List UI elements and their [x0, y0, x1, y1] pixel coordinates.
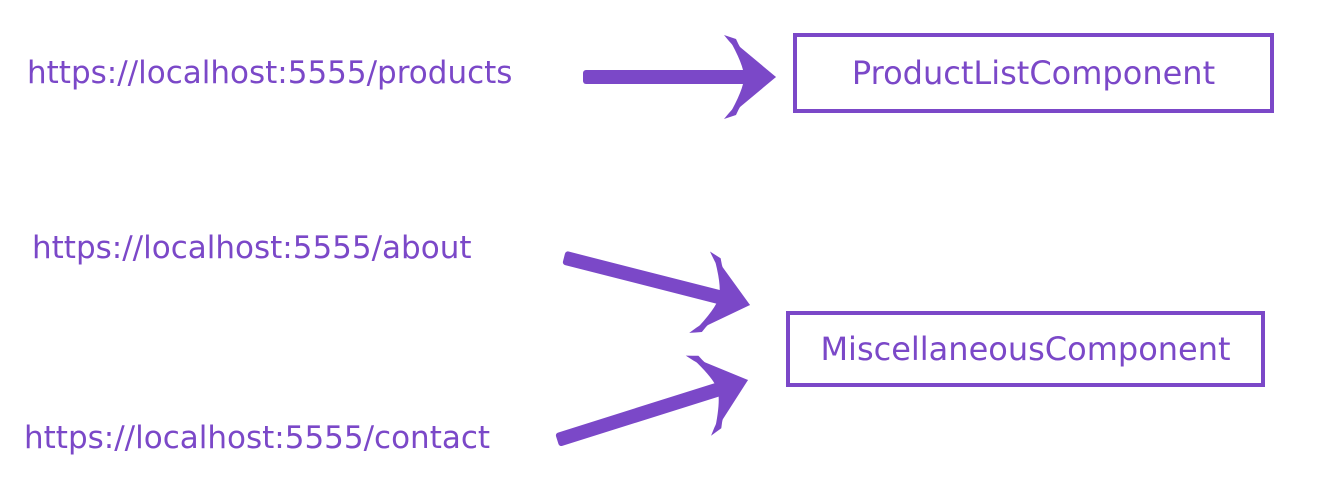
arrow-contact [555, 339, 761, 447]
component-box-product-list: ProductListComponent [793, 33, 1274, 113]
component-box-miscellaneous: MiscellaneousComponent [786, 311, 1265, 387]
arrow-products [583, 35, 776, 119]
component-label: ProductListComponent [851, 54, 1216, 92]
arrow-about [562, 251, 761, 346]
route-url-contact: https://localhost:5555/contact [24, 420, 491, 456]
route-url-about: https://localhost:5555/about [32, 230, 472, 266]
route-url-products: https://localhost:5555/products [27, 55, 513, 91]
component-label: MiscellaneousComponent [820, 330, 1231, 368]
